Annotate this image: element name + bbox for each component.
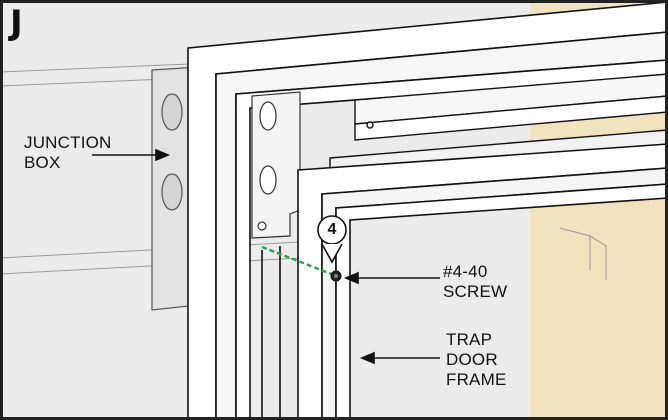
trap-door-frame-label-line2: DOOR (446, 350, 498, 369)
knockout-top (161, 93, 183, 131)
junction-box-label-line1: JUNCTION (24, 133, 112, 152)
step-letter: J (10, 3, 23, 43)
callout-badge (317, 215, 347, 264)
mounting-plate (251, 91, 301, 239)
trap-door-frame-label: TRAP DOOR FRAME (446, 330, 507, 390)
trap-door-frame-label-line1: TRAP (446, 330, 493, 349)
screw-label: #4-40 SCREW (443, 262, 507, 302)
trap-door-frame-label-line3: FRAME (446, 370, 507, 389)
screw-label-line2: SCREW (443, 282, 508, 301)
knockout-bottom (161, 173, 183, 211)
junction-box-label: JUNCTION BOX (24, 133, 112, 173)
trap-door-frame (261, 143, 668, 420)
callout-number: 4 (327, 221, 337, 238)
leader-arrows (92, 148, 440, 365)
screw-path-dashed (261, 245, 335, 277)
junction-box-label-line2: BOX (24, 153, 61, 172)
screw-label-line1: #4-40 (443, 262, 488, 281)
